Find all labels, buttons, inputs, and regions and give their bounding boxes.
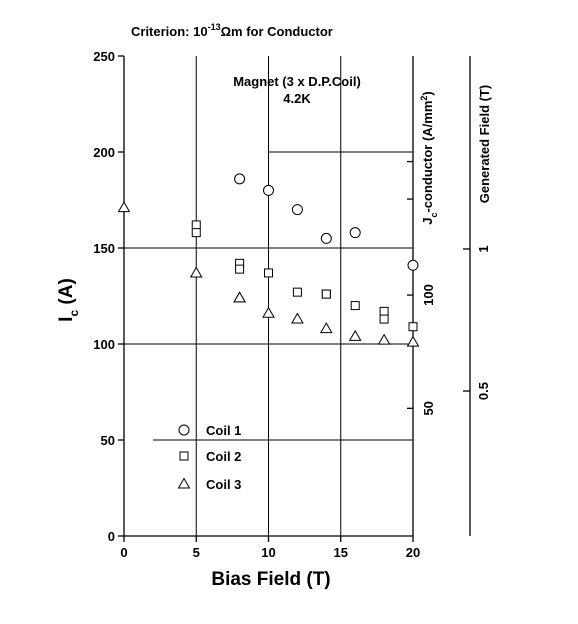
point-triangle-3 [262,306,275,318]
y-tick-label: 250 [93,49,115,64]
point-square-2 [379,306,389,316]
criterion-prefix: Criterion: 10 [131,24,208,39]
jc-tick-label: 100 [421,284,436,306]
jc-tick-label: 50 [421,401,436,415]
x-axis-label: Bias Field (T) [211,569,330,590]
field-tick-label-group: 0.5 [476,382,491,400]
legend-marker-1 [178,424,190,436]
field-tick-label: 1 [476,245,491,252]
legend-label-2: Coil 2 [206,449,241,464]
point-circle-1 [320,232,332,244]
jc-axis-label: Jc-conductor (A/mm2) [419,91,439,225]
legend-marker-2 [179,451,189,461]
point-triangle-3 [377,333,391,345]
y-tick-label: 200 [93,145,115,160]
point-square-2 [191,220,201,230]
point-triangle-3 [117,201,131,213]
point-circle-1 [234,173,246,185]
axis-ticks: 0 50 100 150 200 250 0 5 10 15 20 50 100 0.5 1 [93,49,491,560]
y-axis-label-sub: c [67,310,81,317]
legend-marker-3 [177,477,191,489]
grid-lines [124,56,413,536]
point-triangle-3 [291,312,304,324]
y-tick-label: 50 [101,433,115,448]
x-tick-label: 20 [406,545,420,560]
y-axis-label: Ic (A) [56,278,81,322]
field-tick-label-group: 1 [476,245,491,252]
x-tick-label: 15 [334,545,348,560]
jc-tick-label-group: 50 [421,401,436,415]
x-tick-label: 5 [193,545,200,560]
y-axis-label-rest: (A) [56,278,77,310]
point-circle-1 [349,227,361,239]
jc-axis-label-close: ) [420,91,435,95]
jc-axis-label-rest: -conductor (A/mm [420,101,435,213]
jc-axis-label-sup: 2 [419,96,429,101]
legend-label-1: Coil 1 [206,423,241,438]
jc-axis-label-main: J [420,218,435,225]
criterion-title: Criterion: 10-13Ωm for Conductor [131,22,333,39]
point-circle-1 [291,204,303,216]
legend: Coil 1 Coil 2 Coil 3 [177,423,241,492]
jc-axis-label-sub: c [429,213,439,218]
generated-field-label: Generated Field (T) [477,85,492,203]
point-triangle-3 [233,291,246,303]
magnet-annotation-line2: 4.2K [283,91,311,106]
field-tick-label: 0.5 [476,382,491,400]
point-triangle-3 [406,335,420,347]
data-points [117,173,420,347]
point-square-2 [292,287,302,297]
point-square-2 [321,289,331,299]
legend-label-3: Coil 3 [206,477,241,492]
y-tick-label: 150 [93,241,115,256]
y-tick-label: 100 [93,337,115,352]
point-triangle-3 [319,322,333,334]
jc-tick-label-group: 100 [421,284,436,306]
y-tick-label: 0 [108,529,115,544]
magnet-annotation-line1: Magnet (3 x D.P.Coil) [233,74,361,89]
point-square-2 [235,264,245,274]
point-triangle-3 [189,266,203,278]
point-square-2 [350,301,360,311]
y-axis-label-main: I [56,317,77,322]
point-square-2 [191,228,201,238]
point-square-2 [408,322,418,332]
point-triangle-3 [348,329,362,341]
x-tick-label: 10 [261,545,275,560]
criterion-exponent: -13 [208,22,221,32]
criterion-unit: Ωm for Conductor [221,24,333,39]
point-circle-1 [263,184,274,196]
point-square-2 [379,314,389,324]
point-circle-1 [407,259,419,271]
point-square-2 [264,268,273,278]
x-tick-label: 0 [120,545,127,560]
